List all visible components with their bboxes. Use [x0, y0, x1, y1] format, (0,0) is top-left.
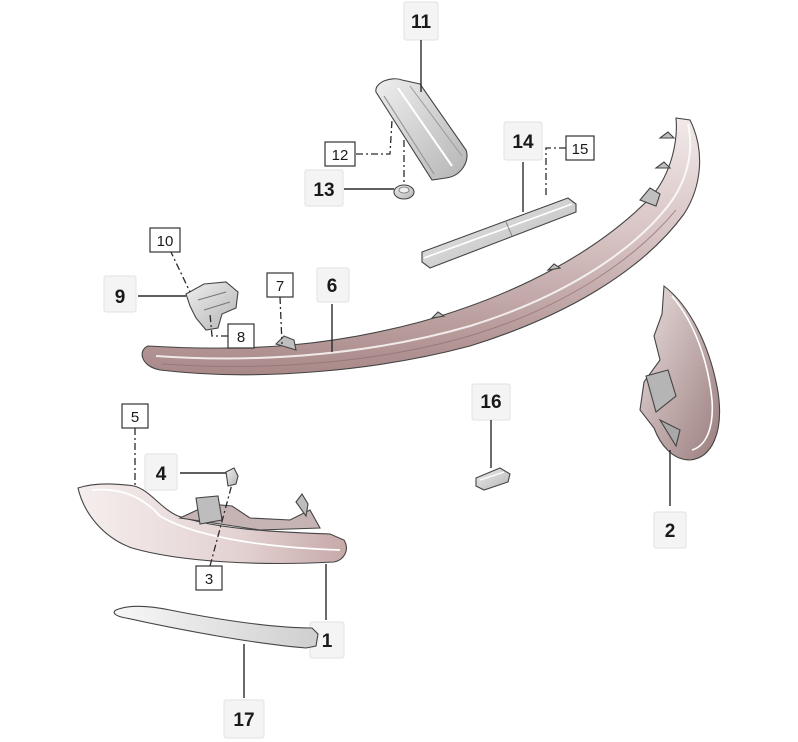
callout-1: 1 — [322, 631, 333, 652]
callout-7: 7 — [276, 278, 284, 295]
round-clip-part — [393, 184, 415, 200]
leader-lines — [134, 40, 671, 698]
callout-labels: 11 12 13 14 15 10 9 8 7 6 5 4 3 16 2 1 1… — [115, 12, 676, 731]
callout-15: 15 — [572, 141, 589, 158]
callout-9: 9 — [115, 287, 126, 308]
small-connector-part — [475, 467, 511, 491]
tiny-clip-part — [225, 467, 239, 487]
cover-seal-part — [375, 78, 468, 181]
callout-6: 6 — [327, 276, 338, 297]
side-lamp-part — [639, 284, 721, 461]
callout-5: 5 — [131, 409, 139, 426]
trim-strip-part — [113, 605, 319, 649]
lower-lamp-part — [77, 483, 347, 565]
strip-part — [421, 197, 577, 269]
callout-10: 10 — [157, 233, 174, 250]
callout-boxes — [121, 135, 595, 591]
callout-16: 16 — [480, 392, 501, 413]
callout-2: 2 — [665, 521, 676, 542]
callout-13: 13 — [313, 180, 334, 201]
bracket-part — [185, 281, 239, 331]
rear-light-bar-part — [141, 117, 701, 376]
callout-4: 4 — [156, 464, 167, 485]
callout-14: 14 — [512, 132, 534, 153]
callout-11: 11 — [411, 12, 432, 33]
callout-8: 8 — [237, 329, 245, 346]
callout-17: 17 — [233, 710, 254, 731]
callout-12: 12 — [332, 147, 349, 164]
callout-3: 3 — [205, 571, 213, 588]
label-tabs — [103, 1, 687, 739]
